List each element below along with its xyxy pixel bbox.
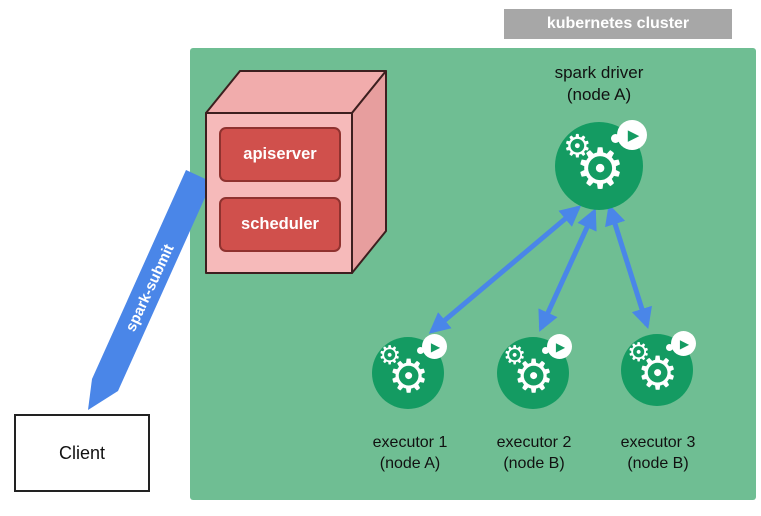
play-icon: ▶ bbox=[671, 331, 696, 356]
executor2-pod-icon: ⚙ ⚙ ▶ bbox=[497, 334, 572, 409]
dot-icon bbox=[611, 134, 620, 143]
client-box: Client bbox=[14, 414, 150, 492]
play-icon: ▶ bbox=[617, 120, 647, 150]
apiserver-label: apiserver bbox=[243, 145, 317, 163]
client-label: Client bbox=[58, 442, 106, 463]
gear-icon: ⚙ bbox=[513, 349, 555, 403]
dot-icon bbox=[542, 347, 549, 354]
executor2-name: executor 2 bbox=[496, 434, 572, 451]
gear-icon: ⚙ bbox=[563, 127, 592, 165]
gear-icon: ⚙ bbox=[627, 338, 651, 368]
executor3-name: executor 3 bbox=[620, 434, 696, 451]
gear-icon: ⚙ bbox=[575, 137, 626, 202]
driver-node: (node A) bbox=[566, 85, 632, 104]
driver-executor1-arrow bbox=[428, 205, 582, 334]
cluster-title: kubernetes cluster bbox=[504, 9, 732, 39]
gear-icon: ⚙ bbox=[637, 346, 679, 400]
scheduler-box: scheduler bbox=[219, 197, 341, 252]
dot-icon bbox=[417, 347, 424, 354]
executor1-node: (node A) bbox=[379, 455, 441, 472]
driver-label: spark driver (node A) bbox=[519, 62, 679, 106]
play-icon: ▶ bbox=[422, 334, 447, 359]
driver-executor2-arrow bbox=[538, 208, 597, 332]
spark-driver-pod-icon: ⚙ ⚙ ▶ bbox=[555, 120, 647, 210]
gear-icon: ⚙ bbox=[388, 349, 430, 403]
executor3-node: (node B) bbox=[627, 455, 689, 472]
driver-executor3-arrow bbox=[605, 203, 652, 330]
executor1-label: executor 1 (node A) bbox=[347, 432, 473, 474]
executor3-label: executor 3 (node B) bbox=[595, 432, 721, 474]
dot-icon bbox=[666, 344, 673, 351]
gear-icon: ⚙ bbox=[503, 341, 527, 371]
executor1-name: executor 1 bbox=[372, 434, 448, 451]
scheduler-label: scheduler bbox=[241, 215, 319, 233]
executor2-node: (node B) bbox=[503, 455, 565, 472]
apiserver-box: apiserver bbox=[219, 127, 341, 182]
gear-icon: ⚙ bbox=[378, 341, 402, 371]
driver-name: spark driver bbox=[554, 63, 644, 82]
spark-submit-arrow bbox=[88, 170, 212, 410]
executor3-pod-icon: ⚙ ⚙ ▶ bbox=[621, 331, 696, 406]
executor2-label: executor 2 (node B) bbox=[471, 432, 597, 474]
executor1-pod-icon: ⚙ ⚙ ▶ bbox=[372, 334, 447, 409]
play-icon: ▶ bbox=[547, 334, 572, 359]
